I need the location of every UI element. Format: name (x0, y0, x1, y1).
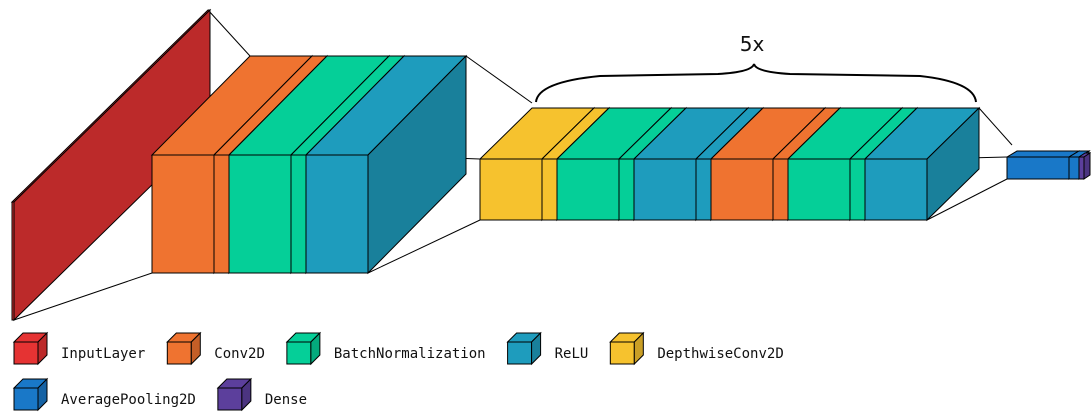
layer-blocks (10, 8, 1091, 322)
block-average-pooling2d-side-front (1068, 156, 1080, 180)
connector-line (207, 9, 251, 57)
block-relu-repeat-2-front (864, 158, 928, 221)
legend-label: DepthwiseConv2D (657, 346, 783, 362)
legend-swatch-icon-side (37, 331, 48, 366)
legend-label: Conv2D (214, 346, 265, 362)
connector-line (13, 272, 153, 321)
legend-swatch-icon-side (241, 377, 252, 412)
repeat-label: 5x (740, 32, 765, 56)
legend-item: InputLayer (12, 331, 145, 366)
legend-swatch-icon-front (13, 387, 39, 411)
legend-swatch-icon (12, 331, 49, 366)
legend-label: ReLU (555, 346, 589, 362)
legend-label: Dense (265, 392, 307, 408)
block-conv2d-repeat-side-front (772, 158, 789, 221)
legend-label: AveragePooling2D (61, 392, 196, 408)
legend-swatch-icon-front (286, 341, 312, 365)
legend-swatch-icon-side (531, 331, 542, 366)
block-average-pooling2d (1005, 150, 1081, 180)
connector-line (367, 219, 481, 274)
connector-line (926, 178, 1008, 221)
block-relu-repeat-2-side (926, 106, 980, 222)
legend: InputLayer Conv2D BatchNormalization ReLU De… (12, 331, 784, 412)
block-depthwise-conv2d-side-front (541, 158, 558, 221)
block-conv2d-front (151, 154, 215, 274)
block-average-pooling2d-top (1005, 150, 1081, 158)
block-relu-side (367, 54, 467, 275)
legend-swatch-icon-front (609, 341, 635, 365)
connector-line (465, 55, 533, 104)
legend-item: Dense (216, 377, 307, 412)
legend-swatch-icon (166, 331, 202, 366)
block-batchnorm-repeat-side-front (618, 158, 635, 221)
block-dense-side (1083, 152, 1091, 180)
legend-item: AveragePooling2D (12, 377, 196, 412)
legend-label: BatchNormalization (334, 346, 486, 362)
legend-swatch-icon (609, 331, 645, 366)
block-conv2d-repeat-front (710, 158, 774, 221)
legend-swatch-icon (506, 331, 542, 366)
legend-item: Conv2D (166, 331, 265, 366)
block-conv2d-side-front (213, 154, 230, 274)
block-batchnorm-repeat-front (556, 158, 620, 221)
legend-swatch-icon-side (190, 331, 201, 366)
block-relu-repeat-front (633, 158, 697, 221)
legend-item: DepthwiseConv2D (609, 331, 784, 366)
legend-swatch-icon (12, 377, 49, 412)
block-average-pooling2d-front (1006, 156, 1070, 180)
legend-swatch-icon-front (166, 341, 192, 365)
block-relu (304, 54, 468, 275)
block-dense-front (1078, 156, 1085, 180)
block-depthwise-conv2d-front (479, 158, 543, 221)
block-batchnorm-front (228, 154, 292, 274)
connector-line (978, 107, 1013, 146)
block-relu-repeat-side-front (695, 158, 712, 221)
legend-swatch-icon-front (13, 341, 39, 365)
block-input-layer (10, 8, 212, 322)
legend-swatch-icon-side (310, 331, 321, 366)
legend-swatch-icon-side (633, 331, 644, 366)
legend-swatch-icon-front (217, 387, 243, 411)
legend-item: BatchNormalization (285, 331, 486, 366)
repeat-brace (535, 63, 977, 103)
legend-swatch-icon-side (37, 377, 48, 412)
block-batchnorm-repeat-2-front (787, 158, 851, 221)
legend-swatch-icon (285, 331, 322, 366)
legend-swatch-icon (216, 377, 253, 412)
block-relu-front (305, 154, 369, 274)
block-relu-repeat-2 (863, 106, 981, 222)
block-dense (1077, 152, 1091, 180)
legend-item: ReLU (506, 331, 589, 366)
legend-label: InputLayer (61, 346, 145, 362)
legend-swatch-icon-front (507, 341, 533, 365)
block-batchnorm-side-front (290, 154, 307, 274)
block-batchnorm-repeat-2-side-front (849, 158, 866, 221)
